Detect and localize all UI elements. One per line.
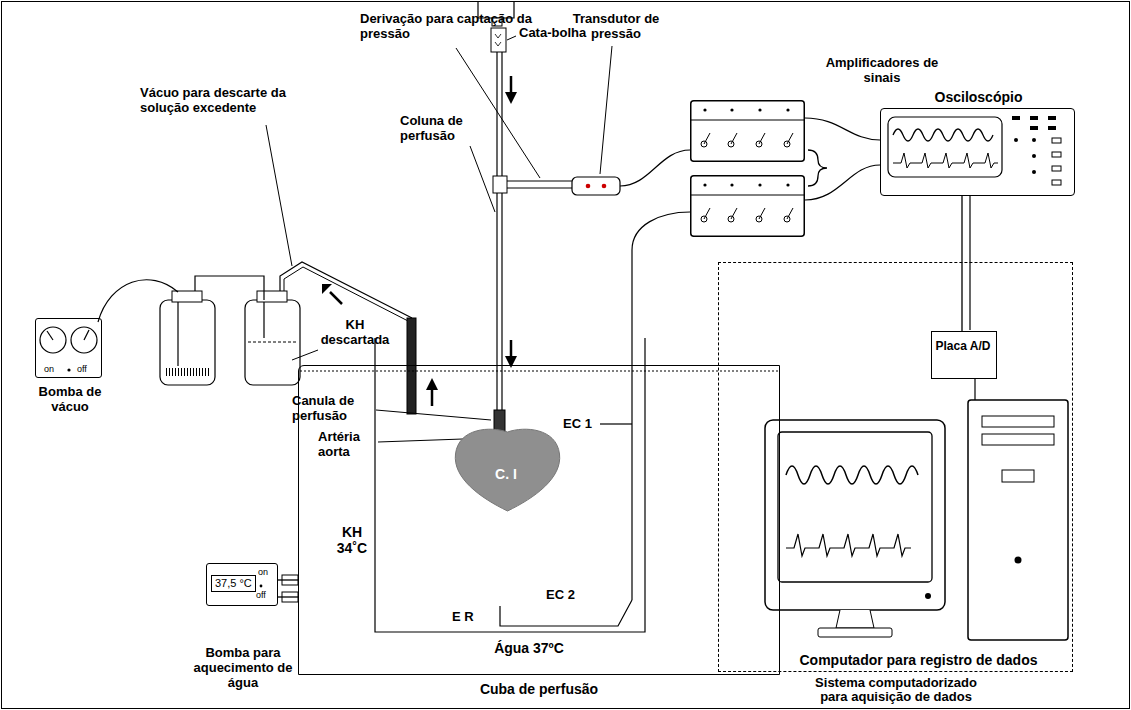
aorta-label: Artéria aorta [318, 430, 376, 460]
tube-connector [278, 597, 298, 598]
tank-title: Cuba de perfusão [439, 681, 639, 697]
tube-connector [278, 580, 298, 581]
connector-line [278, 579, 298, 580]
perfusion-tank: KH 34˚CÁgua 37ºCCuba de perfusãoC. I [298, 365, 780, 675]
ad-board: Placa A/D [931, 331, 997, 379]
column-label: Coluna de perfusão [400, 114, 474, 144]
switch-off: off [77, 364, 87, 374]
switch-on: on [258, 567, 268, 577]
switch-on: on [44, 364, 54, 374]
transducer-label: Transdutor de pressão [565, 12, 667, 42]
amplifiers-label: Amplificadores de sinais [818, 56, 946, 86]
board-label: Placa A/D [932, 340, 994, 354]
computer-title: Computador para registro de dados [766, 652, 1071, 668]
water-label: Água 37ºC [474, 640, 584, 656]
cannula-label: Canula de perfusão [292, 394, 372, 424]
electrode-label: EC 1 [563, 417, 592, 432]
pump-title: Bomba de vácuo [30, 385, 110, 415]
bubble-trap-label: Cata-bolha [519, 26, 586, 41]
system-title: Sistema computadorizado para aquisição d… [806, 676, 986, 705]
vacuum-pump: onoffBomba de vácuo [35, 318, 102, 378]
pressure-branch-label: Derivação para captação da pressão [360, 12, 538, 42]
heart-shape: C. I [449, 426, 566, 513]
acquisition-system: Sistema computadorizado para aquisição d… [718, 262, 1073, 672]
tube-connector [962, 196, 963, 331]
connector-line [278, 596, 298, 597]
electrode-label: E R [452, 610, 474, 625]
heart-label: C. I [449, 466, 563, 482]
electrode-label: EC 2 [546, 588, 575, 603]
temperature-display: 37,5 °C [211, 575, 256, 592]
connector-line [961, 196, 962, 331]
pump-title: Bomba para aquecimento de água [177, 646, 309, 691]
bath-label: KH 34˚C [329, 524, 375, 556]
oscilloscope: Osciloscópio [880, 108, 1075, 196]
discarded-solution-label: KH descartada [316, 318, 394, 348]
heating-pump: 37,5 °ConoffBomba para aquecimento de ág… [206, 563, 278, 606]
computer: Computador para registro de dados [766, 416, 1071, 671]
vacuum-line-label: Vácuo para descarte da solução excedente [140, 86, 305, 116]
oscilloscope-title: Osciloscópio [916, 89, 1041, 105]
switch-off: off [256, 590, 266, 600]
